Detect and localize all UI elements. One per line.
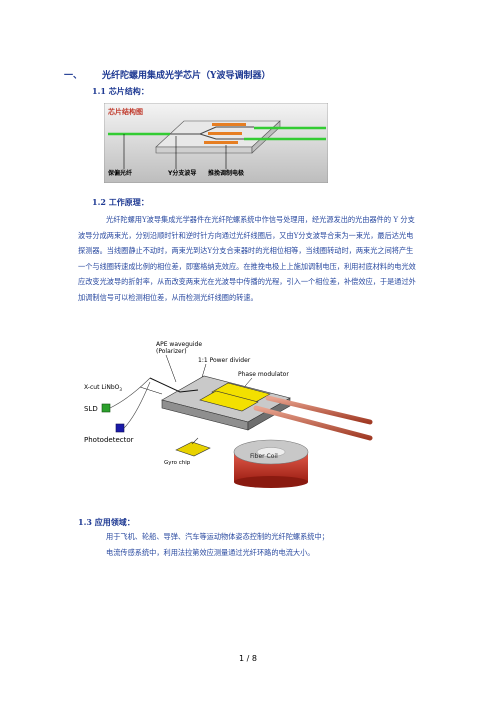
output-fiber-b: [253, 405, 373, 441]
label-electrode: 推挽调制电极: [208, 169, 245, 177]
label-power-divider: 1:1 Power divider: [198, 357, 251, 364]
fiber-coil-hub: [256, 447, 286, 457]
page-number: 1 / 8: [239, 654, 257, 663]
sld-source-block: [101, 403, 111, 413]
gyro-system-figure: APE waveguide (Polarizer) 1:1 Power divi…: [84, 341, 373, 488]
pointer-ape: [165, 354, 177, 383]
principle-paragraph: 光纤陀螺用Y波导集成光学器件在光纤陀螺系统中作信号处理用，经光源发出的光由器件的…: [78, 215, 416, 302]
label-phase-modulator: Phase modulator: [238, 371, 289, 378]
gyro-chip-pointer: [191, 437, 199, 445]
waveguide-lower-arm: [199, 133, 244, 140]
label-crystal: X-cut LiNbO3: [84, 384, 122, 392]
section-heading: 一、 光纤陀螺用集成光学芯片（Y波导调制器）: [64, 68, 270, 81]
sld-fiber: [109, 377, 151, 409]
application-item-2: 电流传感系统中，利用法拉第效应测量通过光纤环路的电流大小。: [106, 548, 315, 557]
subsection-applications-heading: 1.3 应用领域：: [78, 517, 135, 527]
gyro-chip-icon: [175, 441, 211, 457]
detector-fiber: [123, 381, 151, 429]
electrode-top: [212, 123, 246, 126]
chip-structure-figure: 芯片结构图 保偏光纤 Y分支波导 推挽调制电极: [104, 103, 328, 183]
label-pm-fiber: 保偏光纤: [107, 169, 132, 177]
waveguide-upper-arm: [170, 126, 254, 135]
label-y-branch: Y分支波导: [167, 169, 196, 177]
label-fiber-coil: Fiber Coil: [250, 453, 278, 460]
label-crystal-main: X-cut LiNbO: [84, 384, 120, 391]
figure-title: 芯片结构图: [108, 107, 143, 116]
photodetector-block: [115, 423, 125, 433]
subsection-structure-heading: 1.1 芯片结构：: [92, 86, 149, 96]
electrode-middle: [208, 132, 242, 135]
section-title: 光纤陀螺用集成光学芯片（Y波导调制器）: [102, 71, 271, 81]
chip-side: [155, 146, 253, 154]
label-ape-waveguide: APE waveguide: [156, 341, 202, 348]
label-gyro-chip: Gyro chip: [164, 460, 191, 466]
subsection-principle-heading: 1.2 工作原理：: [92, 197, 149, 207]
input-waveguide: [149, 377, 199, 393]
output-fiber-a: [265, 395, 373, 425]
pointer-crystal: [139, 386, 163, 395]
label-sld: SLD: [84, 405, 98, 413]
electrode-bottom: [204, 141, 238, 144]
application-item-1: 用于飞机、轮船、导弹、汽车等运动物体姿态控制的光纤陀螺系统中；: [106, 532, 329, 541]
label-photodetector: Photodetector: [84, 436, 134, 444]
fiber-coil-bottom: [234, 476, 308, 488]
label-polarizer: (Polarizer): [156, 348, 187, 355]
modulator-electrode-lower: [199, 390, 259, 412]
label-crystal-subscript: 3: [119, 387, 122, 392]
section-number: 一、: [64, 71, 83, 81]
